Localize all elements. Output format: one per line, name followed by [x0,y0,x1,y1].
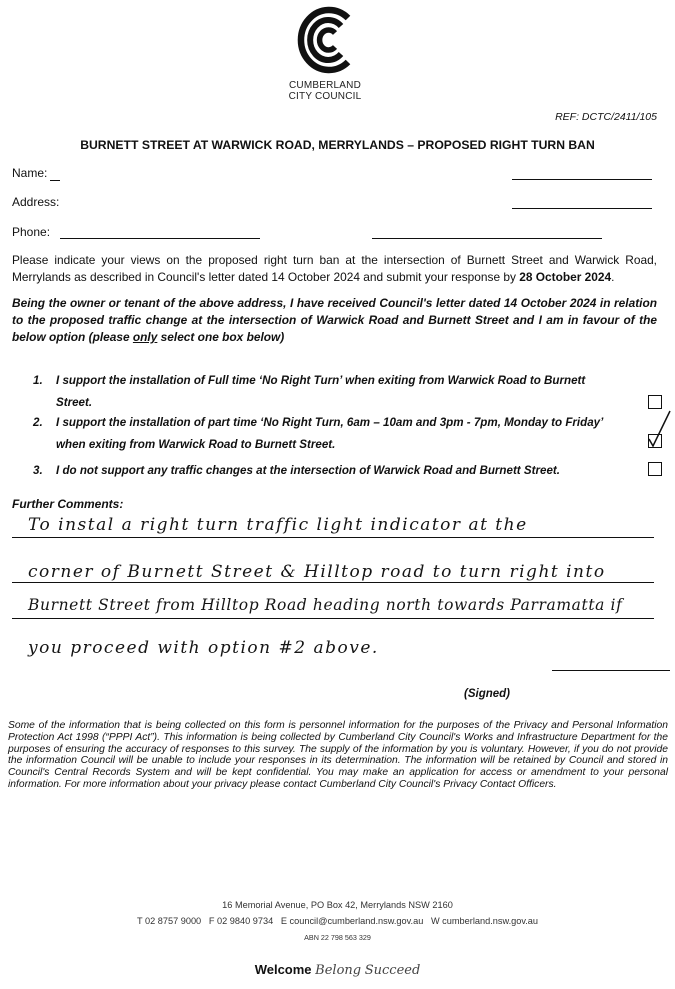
option-1-number: 1. [33,374,43,387]
tagline: Welcome Belong Succeed [0,962,675,978]
intro-end: . [611,270,615,284]
option-3-text: I do not support any traffic changes at … [56,464,560,477]
council-name: CUMBERLAND CITY COUNCIL [280,80,370,102]
tagline-welcome: Welcome [254,962,312,977]
phone-label: Phone: [12,225,51,239]
option-3-checkbox[interactable] [648,462,662,476]
option-3-number: 3. [33,464,43,477]
signed-label: (Signed) [464,688,510,700]
privacy-notice: Some of the information that is being co… [8,720,668,790]
address-label: Address: [12,195,60,209]
comment-line-4: you proceed with option #2 above. [28,638,379,658]
comment-line-3: Burnett Street from Hilltop Road heading… [28,596,623,614]
tagline-succeed: Succeed [364,963,421,978]
options-list: 1. I support the installation of Full ti… [0,372,675,492]
declaration-end: select one box below) [157,330,285,344]
address-field[interactable] [512,208,652,209]
name-field[interactable] [50,180,60,181]
comment-rule-3 [12,618,654,619]
checkmark-icon [648,410,671,448]
name-field-right[interactable] [512,179,652,180]
comment-line-2: corner of Burnett Street & Hilltop road … [28,562,606,582]
option-1-text-line2: Street. [56,396,93,409]
intro-paragraph: Please indicate your views on the propos… [12,252,657,286]
declaration-paragraph: Being the owner or tenant of the above a… [12,295,657,346]
declaration-text: Being the owner or tenant of the above a… [12,296,657,344]
footer-address: 16 Memorial Avenue, PO Box 42, Merryland… [222,900,453,910]
council-name-line2: CITY COUNCIL [288,91,362,102]
intro-deadline: 28 October 2024 [519,270,612,284]
council-name-line1: CUMBERLAND [288,80,361,91]
council-logo-mark [290,4,360,76]
signature-field[interactable] [552,670,670,671]
comment-rule-1 [12,537,654,538]
option-1-checkbox[interactable] [648,395,662,409]
option-2-checkbox[interactable] [648,410,671,448]
phone-field-right[interactable] [372,238,602,239]
footer-abn: ABN 22 798 563 329 [304,933,371,942]
declaration-only: only [132,330,158,344]
phone-field[interactable] [60,238,260,239]
tagline-belong: Belong [315,963,362,978]
option-1-text: I support the installation of Full time … [56,374,586,387]
reference-number: REF: DCTC/2411/105 [555,111,657,123]
comment-rule-2 [12,582,654,583]
council-logo: CUMBERLAND CITY COUNCIL [280,4,370,110]
comment-line-1: To instal a right turn traffic light ind… [28,515,528,535]
comments-heading: Further Comments: [12,497,124,511]
footer-contacts: T 02 8757 9000 F 02 9840 9734 E council@… [136,916,539,926]
option-2-text: I support the installation of part time … [56,416,604,429]
document-title: BURNETT STREET AT WARWICK ROAD, MERRYLAN… [80,138,595,152]
option-2-text-line2: when exiting from Warwick Road to Burnet… [56,438,336,451]
option-2-number: 2. [33,416,43,429]
name-label: Name: [12,166,48,180]
intro-text: Please indicate your views on the propos… [12,253,657,284]
